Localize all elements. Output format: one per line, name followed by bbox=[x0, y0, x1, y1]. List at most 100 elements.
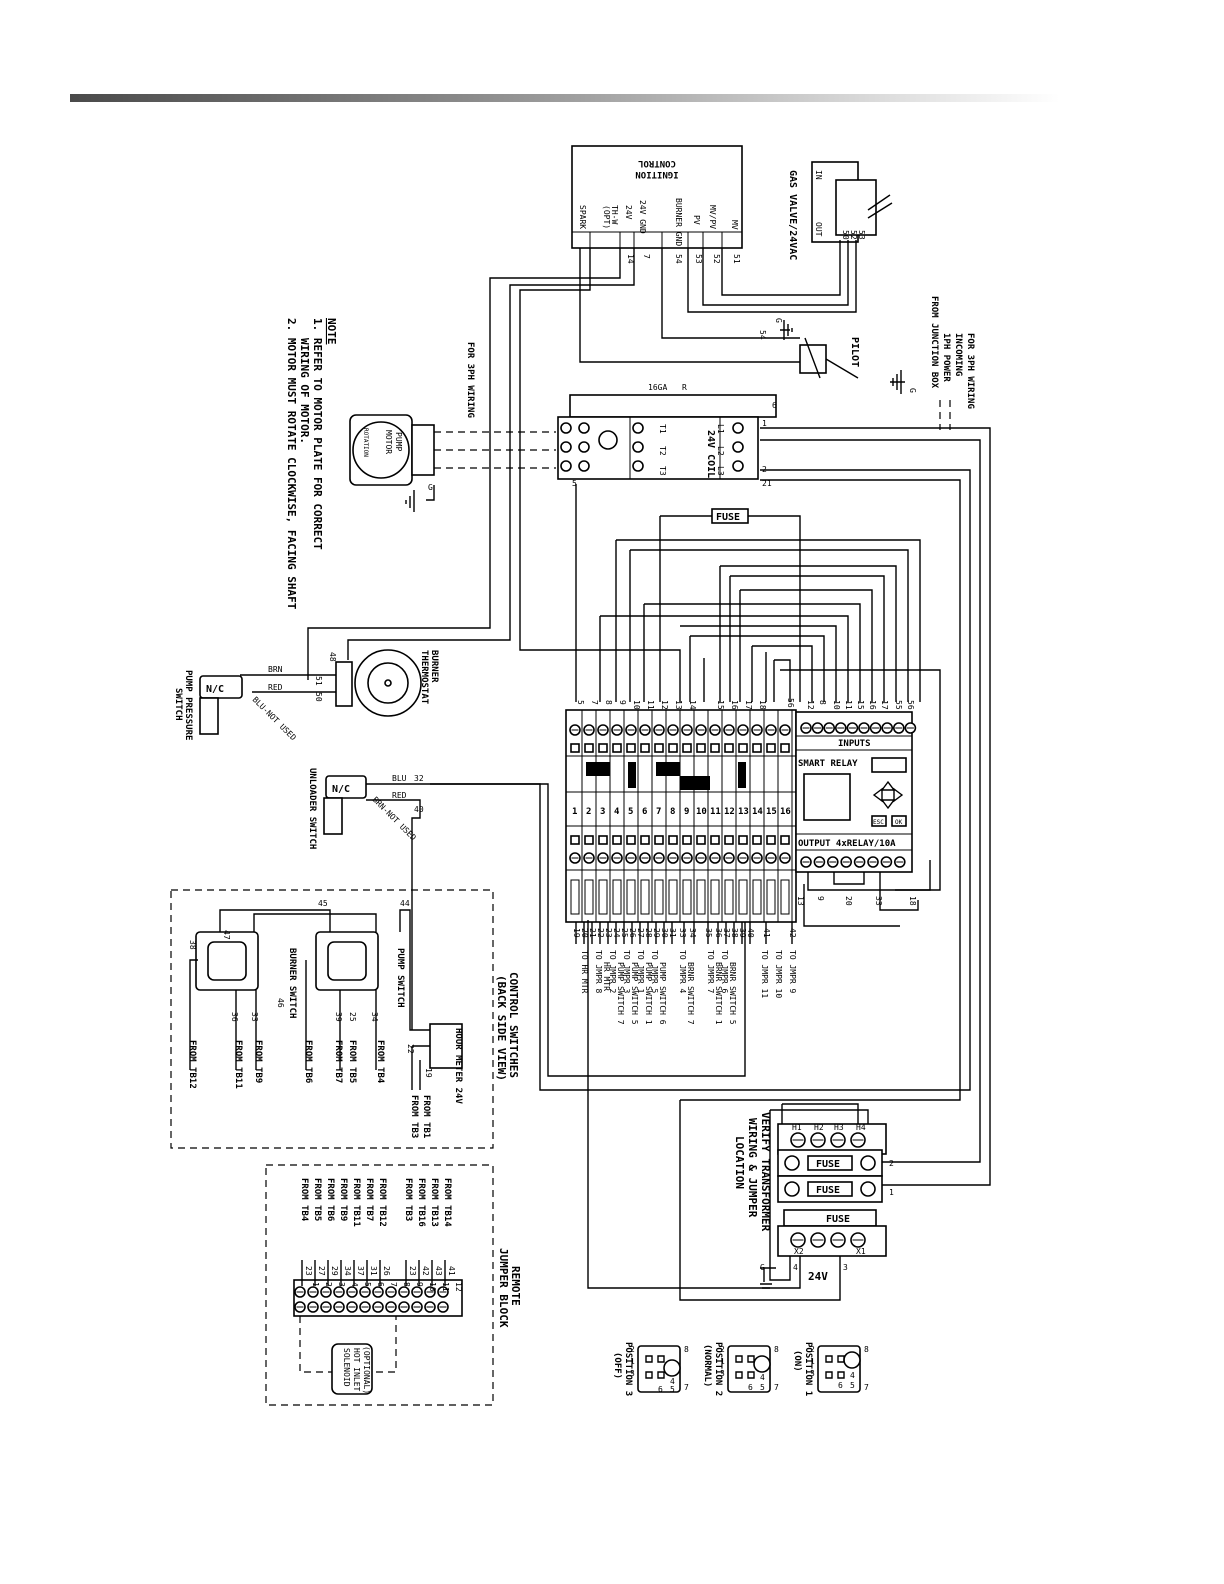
xf-h2: H2 bbox=[814, 1123, 824, 1132]
tb-num-11: 11 bbox=[710, 807, 721, 817]
wire-52: 52 bbox=[712, 254, 721, 264]
cs-from-tb9: FROM TB9 bbox=[253, 1040, 263, 1083]
tb-num-8: 8 bbox=[670, 807, 675, 817]
cs-wire-39: 39 bbox=[334, 1012, 343, 1022]
tb-top-wire-5: 5 bbox=[576, 700, 585, 705]
xf-wire-1: 1 bbox=[889, 1188, 894, 1197]
hour-meter-label: HOUR METER 24V bbox=[453, 1028, 463, 1104]
rj-from-7: FROM TB9 bbox=[338, 1178, 348, 1221]
contactor: 16GA R 24V COIL T1 T2 T3 L1 L2 L3 6 1 2 … bbox=[430, 383, 971, 1101]
fuse-top: FUSE bbox=[659, 508, 801, 702]
relay-out-wire-18: 18 bbox=[908, 896, 917, 906]
tb-bot-wire-33: 33 bbox=[678, 928, 687, 938]
burner-thermostat-wire-48: 48 bbox=[328, 652, 337, 662]
pilot-label: PILOT bbox=[849, 337, 860, 367]
note-line-3: 2. MOTOR MUST ROTATE CLOCKWISE, FACING S… bbox=[285, 318, 298, 610]
position-diagrams: POSITION 1 (ON) 8 7 2 1 3 4 5 6 POSITION… bbox=[612, 1342, 869, 1396]
pos3-pin-1: 1 bbox=[630, 1357, 635, 1366]
pos1-pin-1: 1 bbox=[810, 1357, 815, 1366]
pump-pressure-switch: N/C PUMP PRESSURE SWITCH BRN RED BLU-NOT… bbox=[173, 665, 298, 742]
cs-wire-47: 47 bbox=[222, 930, 231, 940]
rj-wire-6: 37 bbox=[356, 1266, 365, 1276]
note-title: NOTE bbox=[325, 318, 338, 345]
cs-from-tb3: FROM TB3 bbox=[409, 1095, 419, 1138]
xf-fuse-3: FUSE bbox=[826, 1214, 850, 1225]
pos1-pin-5: 5 bbox=[850, 1381, 855, 1390]
rj-term-4: 8 bbox=[402, 1282, 411, 1287]
pos3-pin-5: 5 bbox=[670, 1385, 675, 1394]
pump-pressure-brn: BRN bbox=[268, 665, 283, 674]
wire-53: 53 bbox=[694, 254, 703, 264]
tb-num-4: 4 bbox=[614, 807, 620, 817]
jumper-label-9: TO JMPR 5 bbox=[650, 950, 659, 994]
remote-title-2: JUMPER BLOCK bbox=[497, 1248, 510, 1328]
cs-wire-19: 19 bbox=[424, 1068, 433, 1078]
control-switches: CONTROL SWITCHES (BACK SIDE VIEW) BURNER… bbox=[170, 889, 520, 1149]
tb-num-6: 6 bbox=[642, 807, 647, 817]
rj-term-5: 7 bbox=[389, 1282, 398, 1287]
pump-pressure-label-1: PUMP PRESSURE bbox=[183, 670, 193, 740]
relay-out-wire-20: 20 bbox=[844, 896, 853, 906]
position-2-line1: POSITION 2 bbox=[713, 1342, 723, 1396]
unloader-label: UNLOADER SWITCH bbox=[307, 768, 317, 849]
wire-54: 54 bbox=[674, 254, 683, 264]
jumper-label-17: TO JMPR 11 bbox=[760, 950, 769, 998]
contactor-t3: T3 bbox=[658, 466, 667, 476]
tb-top-wire-9: 9 bbox=[618, 700, 627, 705]
rj-optional: (OPTIONAL) bbox=[362, 1346, 371, 1394]
cs-wire-44: 44 bbox=[400, 899, 410, 908]
jumper-label-14: BRNR SWITCH 1 bbox=[714, 962, 723, 1025]
note-line-2: WIRING OF MOTOR. bbox=[298, 338, 311, 444]
cs-wire-34: 34 bbox=[370, 1012, 379, 1022]
remote-jumper-block: REMOTE JUMPER BLOCK FROM TB14 FROM TB13 … bbox=[265, 1164, 522, 1406]
relay-in-wire-12: 12 bbox=[806, 700, 815, 710]
rj-term-11: 1 bbox=[311, 1282, 320, 1287]
terminal-mv-pv: MV/PV bbox=[708, 205, 717, 229]
unloader-red: RED bbox=[392, 791, 407, 800]
cs-from-tb5: FROM TB5 bbox=[347, 1040, 357, 1083]
rj-optional-3: SOLENOID bbox=[342, 1348, 351, 1387]
incoming-power: FOR 3PH WIRING INCOMING 1PH POWER FROM J… bbox=[760, 296, 991, 1186]
pos3-pin-4: 4 bbox=[670, 1377, 675, 1386]
position-2: POSITION 2 (NORMAL) 8 7 2 1 3 4 5 6 bbox=[702, 1342, 779, 1396]
tb-num-13: 13 bbox=[738, 807, 749, 817]
rj-wire-4: 26 bbox=[382, 1266, 391, 1276]
cs-wire-22: 22 bbox=[406, 1044, 415, 1054]
pos2-pin-3: 3 bbox=[720, 1369, 725, 1378]
tb-num-2: 2 bbox=[586, 807, 591, 817]
rj-from-4: FROM TB12 bbox=[377, 1178, 387, 1227]
pos1-pin-4: 4 bbox=[850, 1371, 855, 1380]
ignition-title-1: IGNITION bbox=[635, 169, 678, 179]
pilot: PILOT 54 G bbox=[758, 318, 860, 379]
jumper-label-5: TO JMPR 3 bbox=[622, 950, 631, 994]
gas-valve: IN OUT GAS VALVE/24VAC 50 52 53 bbox=[787, 161, 893, 260]
unloader-wire-32: 32 bbox=[414, 774, 424, 783]
cs-wire-46: 46 bbox=[276, 998, 285, 1008]
jumper-label-2: HR MTR bbox=[602, 962, 611, 991]
jumper-label-10: PUMP SWITCH 6 bbox=[658, 962, 667, 1025]
rj-wire-10: 23 bbox=[304, 1266, 313, 1276]
jumper-label-12: BRNR SWITCH 7 bbox=[686, 962, 695, 1025]
pump-pressure-label-2: SWITCH bbox=[173, 688, 183, 721]
pump-motor-rotation: ROTATION bbox=[362, 428, 369, 457]
jumper-label-11: TO JMPR 4 bbox=[678, 950, 687, 994]
tb-top-wire-15: 15 bbox=[716, 700, 725, 710]
note: NOTE 1. REFER TO MOTOR PLATE FOR CORRECT… bbox=[285, 318, 338, 610]
unloader-brn: BRN-NOT USED bbox=[371, 795, 418, 842]
relay-in-wire-11: 11 bbox=[844, 700, 853, 710]
relay-in-wire-10: 10 bbox=[832, 700, 841, 710]
position-1-line2: (ON) bbox=[792, 1350, 802, 1372]
tb-top-wire-14: 14 bbox=[688, 700, 697, 710]
incoming-line-2: INCOMING bbox=[953, 333, 963, 376]
position-3-line1: POSITION 3 bbox=[623, 1342, 633, 1396]
rj-from-1: FROM TB13 bbox=[429, 1178, 439, 1227]
pos3-pin-6: 6 bbox=[658, 1385, 663, 1394]
pos3-pin-8: 8 bbox=[684, 1345, 689, 1354]
burner-thermostat: BURNER THERMOSTAT 48 51 50 bbox=[240, 649, 439, 717]
terminal-burner-gnd: BURNER GND bbox=[674, 198, 683, 246]
contactor-gauge: 16GA bbox=[648, 383, 667, 392]
wire-7: 7 bbox=[642, 254, 651, 259]
rj-wire-2: 42 bbox=[421, 1266, 430, 1276]
unloader-blu: BLU bbox=[392, 774, 407, 783]
